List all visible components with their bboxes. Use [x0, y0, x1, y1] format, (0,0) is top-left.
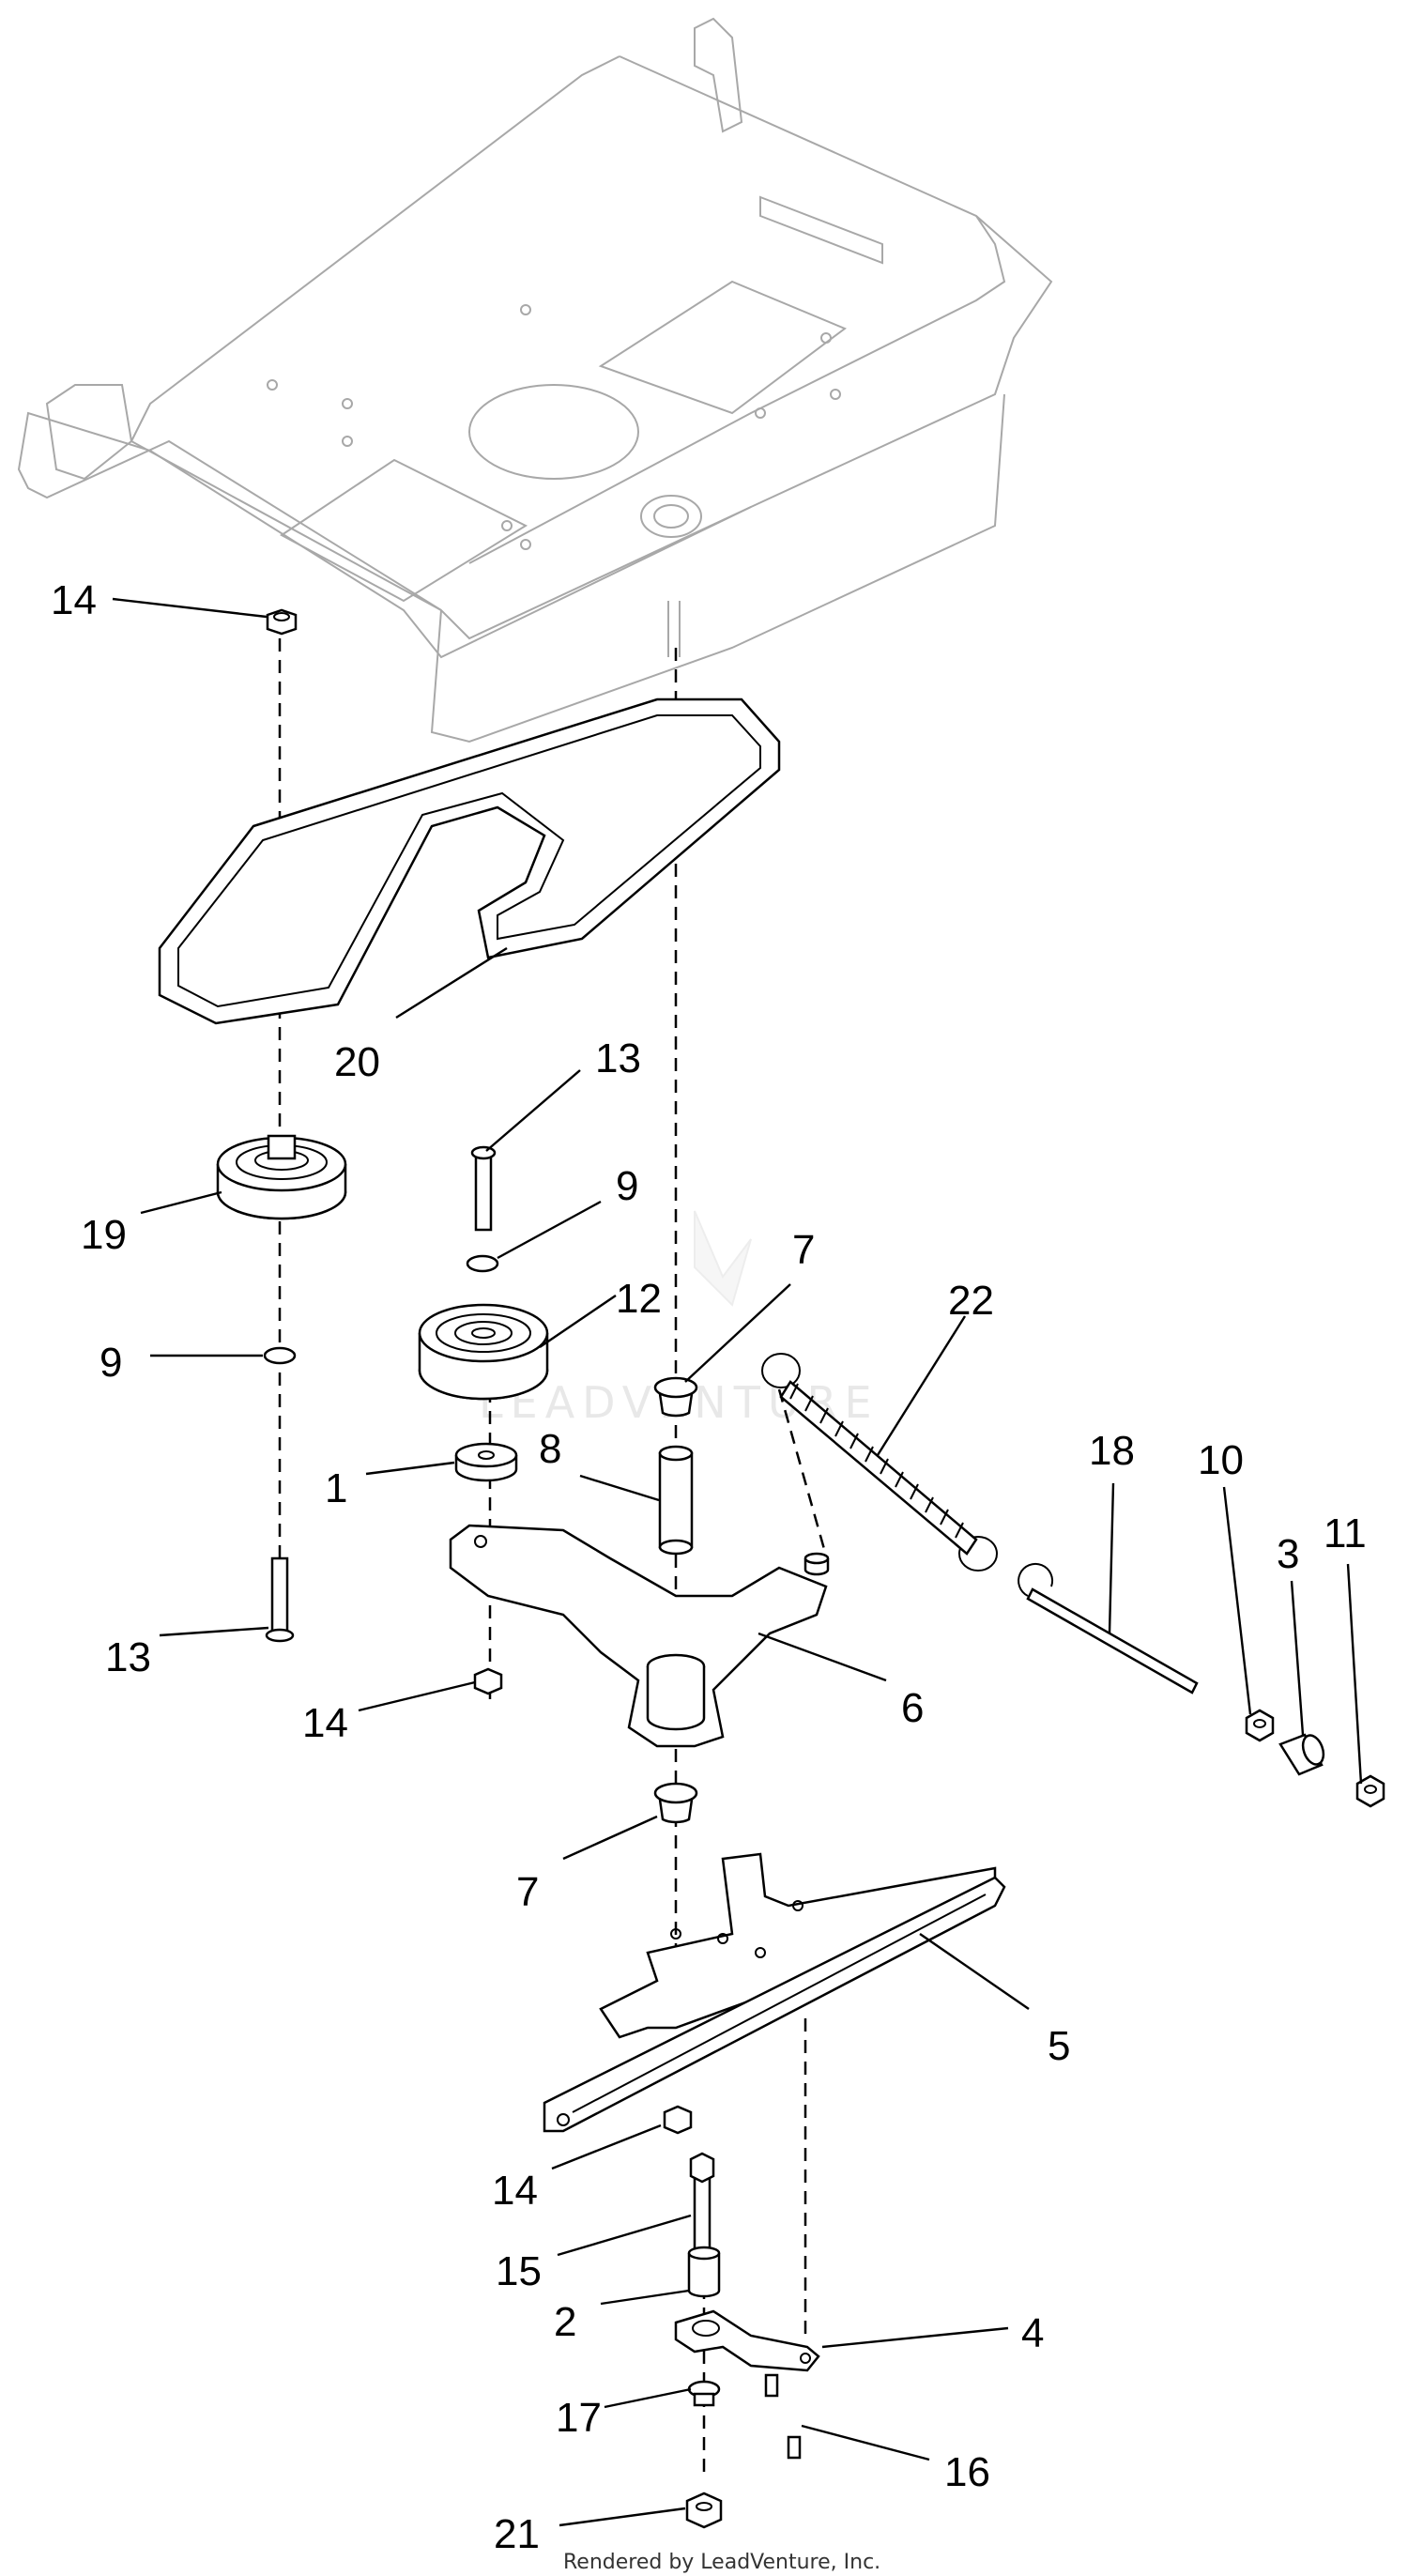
part-6-idler-arm	[449, 1524, 830, 1748]
part-12-idler-pulley	[418, 1303, 549, 1401]
callout-22: 22	[948, 1278, 994, 1324]
callout-8: 8	[539, 1426, 561, 1472]
part-7-bushing-bottom	[653, 1782, 698, 1824]
part-9-washer-center	[466, 1254, 499, 1273]
part-3-spacer	[1278, 1733, 1325, 1776]
callout-13-center: 13	[595, 1035, 641, 1081]
callout-2: 2	[554, 2299, 576, 2345]
callout-1: 1	[325, 1465, 347, 1511]
part-16-screws	[764, 2373, 802, 2460]
callout-15: 15	[496, 2248, 542, 2294]
part-4-bracket	[674, 2309, 820, 2372]
callout-14-arm: 14	[302, 1700, 348, 1746]
part-11-nut	[1355, 1774, 1385, 1808]
part-10-nut	[1245, 1709, 1275, 1742]
part-17-washer	[687, 2380, 721, 2407]
callout-4: 4	[1021, 2310, 1044, 2356]
part-14-nut-bottom	[663, 2105, 693, 2135]
callout-11: 11	[1324, 1510, 1367, 1556]
part-9-washer-left	[263, 1346, 297, 1365]
callout-14-top: 14	[51, 577, 97, 623]
callout-17: 17	[556, 2395, 602, 2441]
callout-21: 21	[494, 2511, 540, 2557]
part-7-bushing-top	[653, 1376, 698, 1418]
part-2-spacer	[687, 2246, 721, 2298]
part-22-spring	[761, 1353, 998, 1572]
callout-18: 18	[1089, 1428, 1135, 1474]
axis-line-spring	[777, 1388, 826, 1550]
callout-7-top: 7	[792, 1227, 815, 1273]
part-8-sleeve	[658, 1445, 694, 1556]
part-18-rod	[1018, 1562, 1199, 1694]
callout-9-left: 9	[99, 1340, 122, 1386]
callout-7-bottom: 7	[516, 1869, 539, 1915]
callout-14-bottom: 14	[492, 2168, 538, 2214]
part-20-belt	[158, 698, 781, 1025]
leader-lines	[112, 597, 1363, 2527]
callout-19: 19	[81, 1212, 127, 1258]
callout-12: 12	[616, 1276, 662, 1322]
part-13-bolt-center	[470, 1145, 497, 1232]
part-14-nut-arm	[473, 1667, 503, 1695]
part-21-nut	[685, 2492, 723, 2529]
part-5-plate	[543, 1852, 1006, 2133]
callout-labels: 14 20 13 9 19 9 7 12 22 8 1 18 10 3 11 1…	[51, 577, 1367, 2557]
callout-5: 5	[1048, 2023, 1070, 2069]
callout-3: 3	[1277, 1531, 1299, 1577]
part-13-bolt-left	[265, 1556, 295, 1643]
callout-10: 10	[1198, 1437, 1244, 1483]
callout-9-center: 9	[616, 1163, 638, 1209]
callout-20: 20	[334, 1039, 380, 1085]
footer-credit: Rendered by LeadVenture, Inc.	[563, 2551, 880, 2574]
watermark-logo	[694, 1210, 752, 1307]
callout-13-left: 13	[105, 1634, 151, 1680]
part-1-spacer	[454, 1442, 518, 1482]
part-14-nut-top	[266, 608, 298, 636]
callout-6: 6	[901, 1685, 924, 1731]
frame-plate	[17, 17, 1053, 744]
part-15-bolt	[689, 2152, 715, 2264]
callout-16: 16	[944, 2449, 990, 2495]
part-19-pulley	[216, 1134, 347, 1220]
